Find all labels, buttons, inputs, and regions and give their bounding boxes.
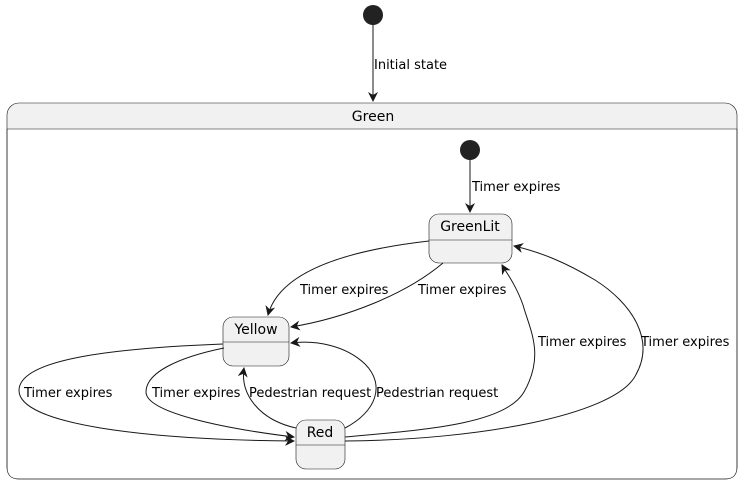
label-yellow-red-2: Timer expires [151,386,241,401]
label-red-yellow-1: Pedestrian request [249,386,371,401]
label-inner-initial: Timer expires [471,180,561,195]
label-greenlit-yellow-1: Timer expires [299,283,389,298]
label-red-greenlit-2: Timer expires [640,335,730,350]
state-red: Red [295,419,346,470]
composite-state-title: Green [352,109,394,125]
state-red-label: Red [307,425,334,441]
edge-yellow-red-2 [145,347,295,441]
edge-greenlit-yellow-1 [265,240,430,316]
edge-yellow-red-1 [18,343,295,446]
edge-red-yellow-1 [237,367,297,429]
state-greenlit-label: GreenLit [440,219,500,235]
state-yellow-label: Yellow [233,322,277,338]
state-greenlit: GreenLit [428,213,513,264]
state-yellow: Yellow [222,316,290,367]
label-outer-initial: Initial state [374,58,447,73]
edge-red-greenlit-1 [344,264,536,438]
outer-initial-node [363,5,383,25]
edge-red-yellow-2 [290,336,377,429]
label-red-greenlit-1: Timer expires [537,335,627,350]
inner-initial-node [460,140,480,160]
label-yellow-red-1: Timer expires [23,386,113,401]
edge-red-greenlit-2 [344,243,644,442]
edge-greenlit-yellow-2 [290,262,444,331]
label-greenlit-yellow-2: Timer expires [417,283,507,298]
label-red-yellow-2: Pedestrian request [376,386,498,401]
